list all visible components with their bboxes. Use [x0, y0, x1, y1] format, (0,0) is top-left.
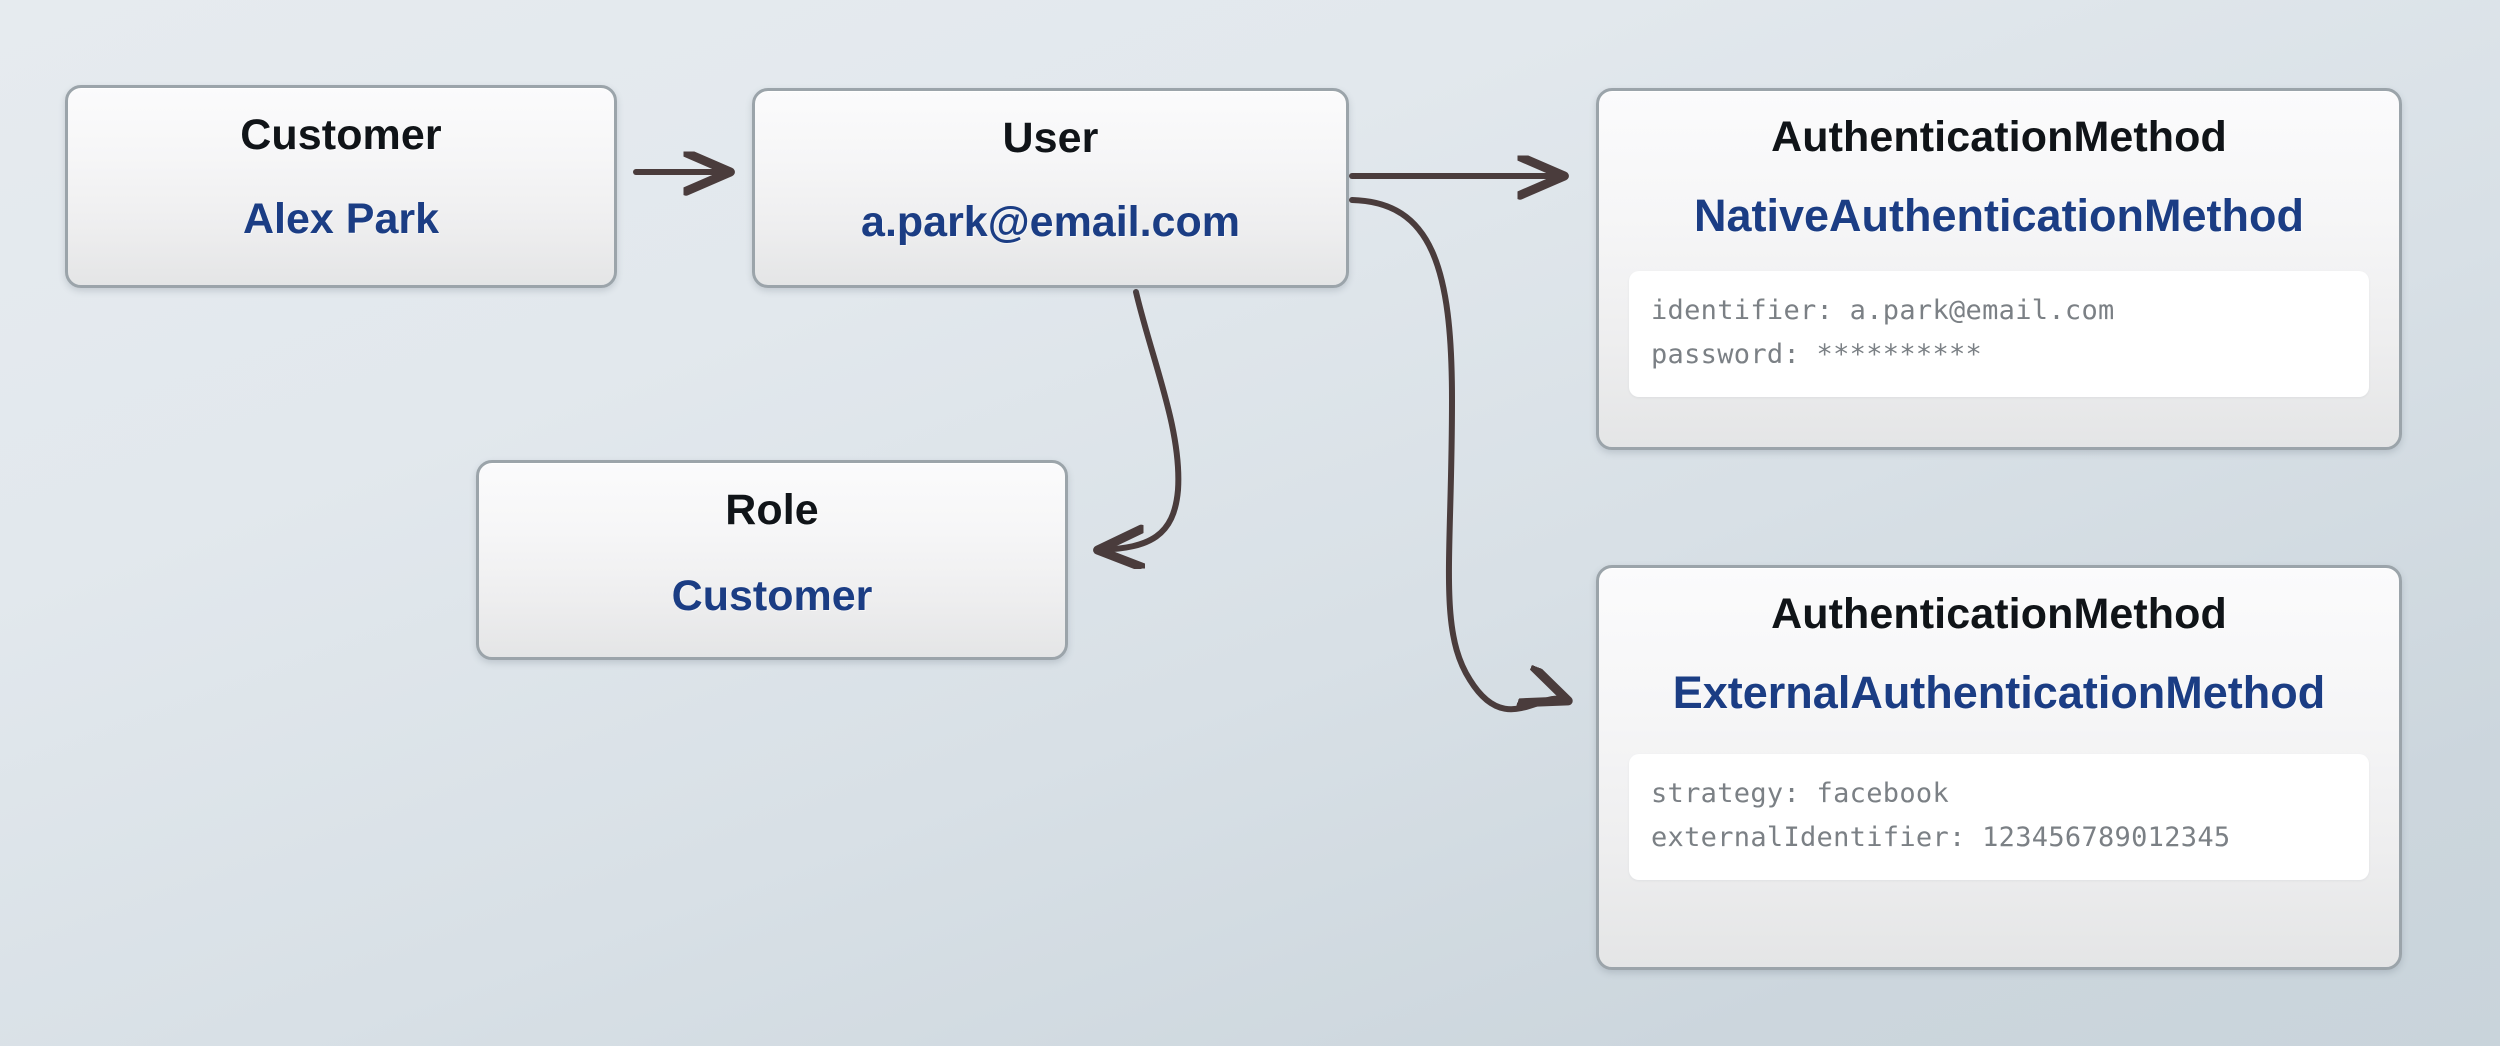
node-customer-type: Customer [240, 111, 442, 159]
node-auth-external-type: AuthenticationMethod [1771, 590, 2227, 638]
node-customer[interactable]: Customer Alex Park [65, 85, 617, 288]
node-user-value: a.park@email.com [861, 198, 1240, 246]
node-auth-native-type: AuthenticationMethod [1771, 113, 2227, 161]
attribute-password: password: ********** [1651, 339, 1983, 370]
node-user-type: User [1002, 114, 1099, 162]
node-role[interactable]: Role Customer [476, 460, 1068, 660]
node-customer-value: Alex Park [242, 195, 440, 243]
edge-user-to-auth-external [1349, 197, 1566, 713]
attribute-identifier: identifier: a.park@email.com [1651, 295, 2115, 326]
node-auth-external-value: ExternalAuthenticationMethod [1672, 667, 2326, 718]
attribute-strategy: strategy: facebook [1651, 778, 1949, 809]
edge-user-to-role [1100, 289, 1182, 550]
attribute-external-identifier: externalIdentifier: 123456789012345 [1651, 822, 2231, 853]
node-user[interactable]: User a.park@email.com [752, 88, 1349, 288]
node-role-type: Role [725, 486, 819, 534]
node-auth-native-attributes: identifier: a.park@email.com password: *… [1629, 271, 2369, 397]
node-authentication-method-external[interactable]: AuthenticationMethod ExternalAuthenticat… [1596, 565, 2402, 970]
node-auth-native-value: NativeAuthenticationMethod [1693, 190, 2304, 241]
node-authentication-method-native[interactable]: AuthenticationMethod NativeAuthenticatio… [1596, 88, 2402, 450]
node-role-value: Customer [671, 572, 873, 620]
node-auth-external-attributes: strategy: facebook externalIdentifier: 1… [1629, 754, 2369, 880]
